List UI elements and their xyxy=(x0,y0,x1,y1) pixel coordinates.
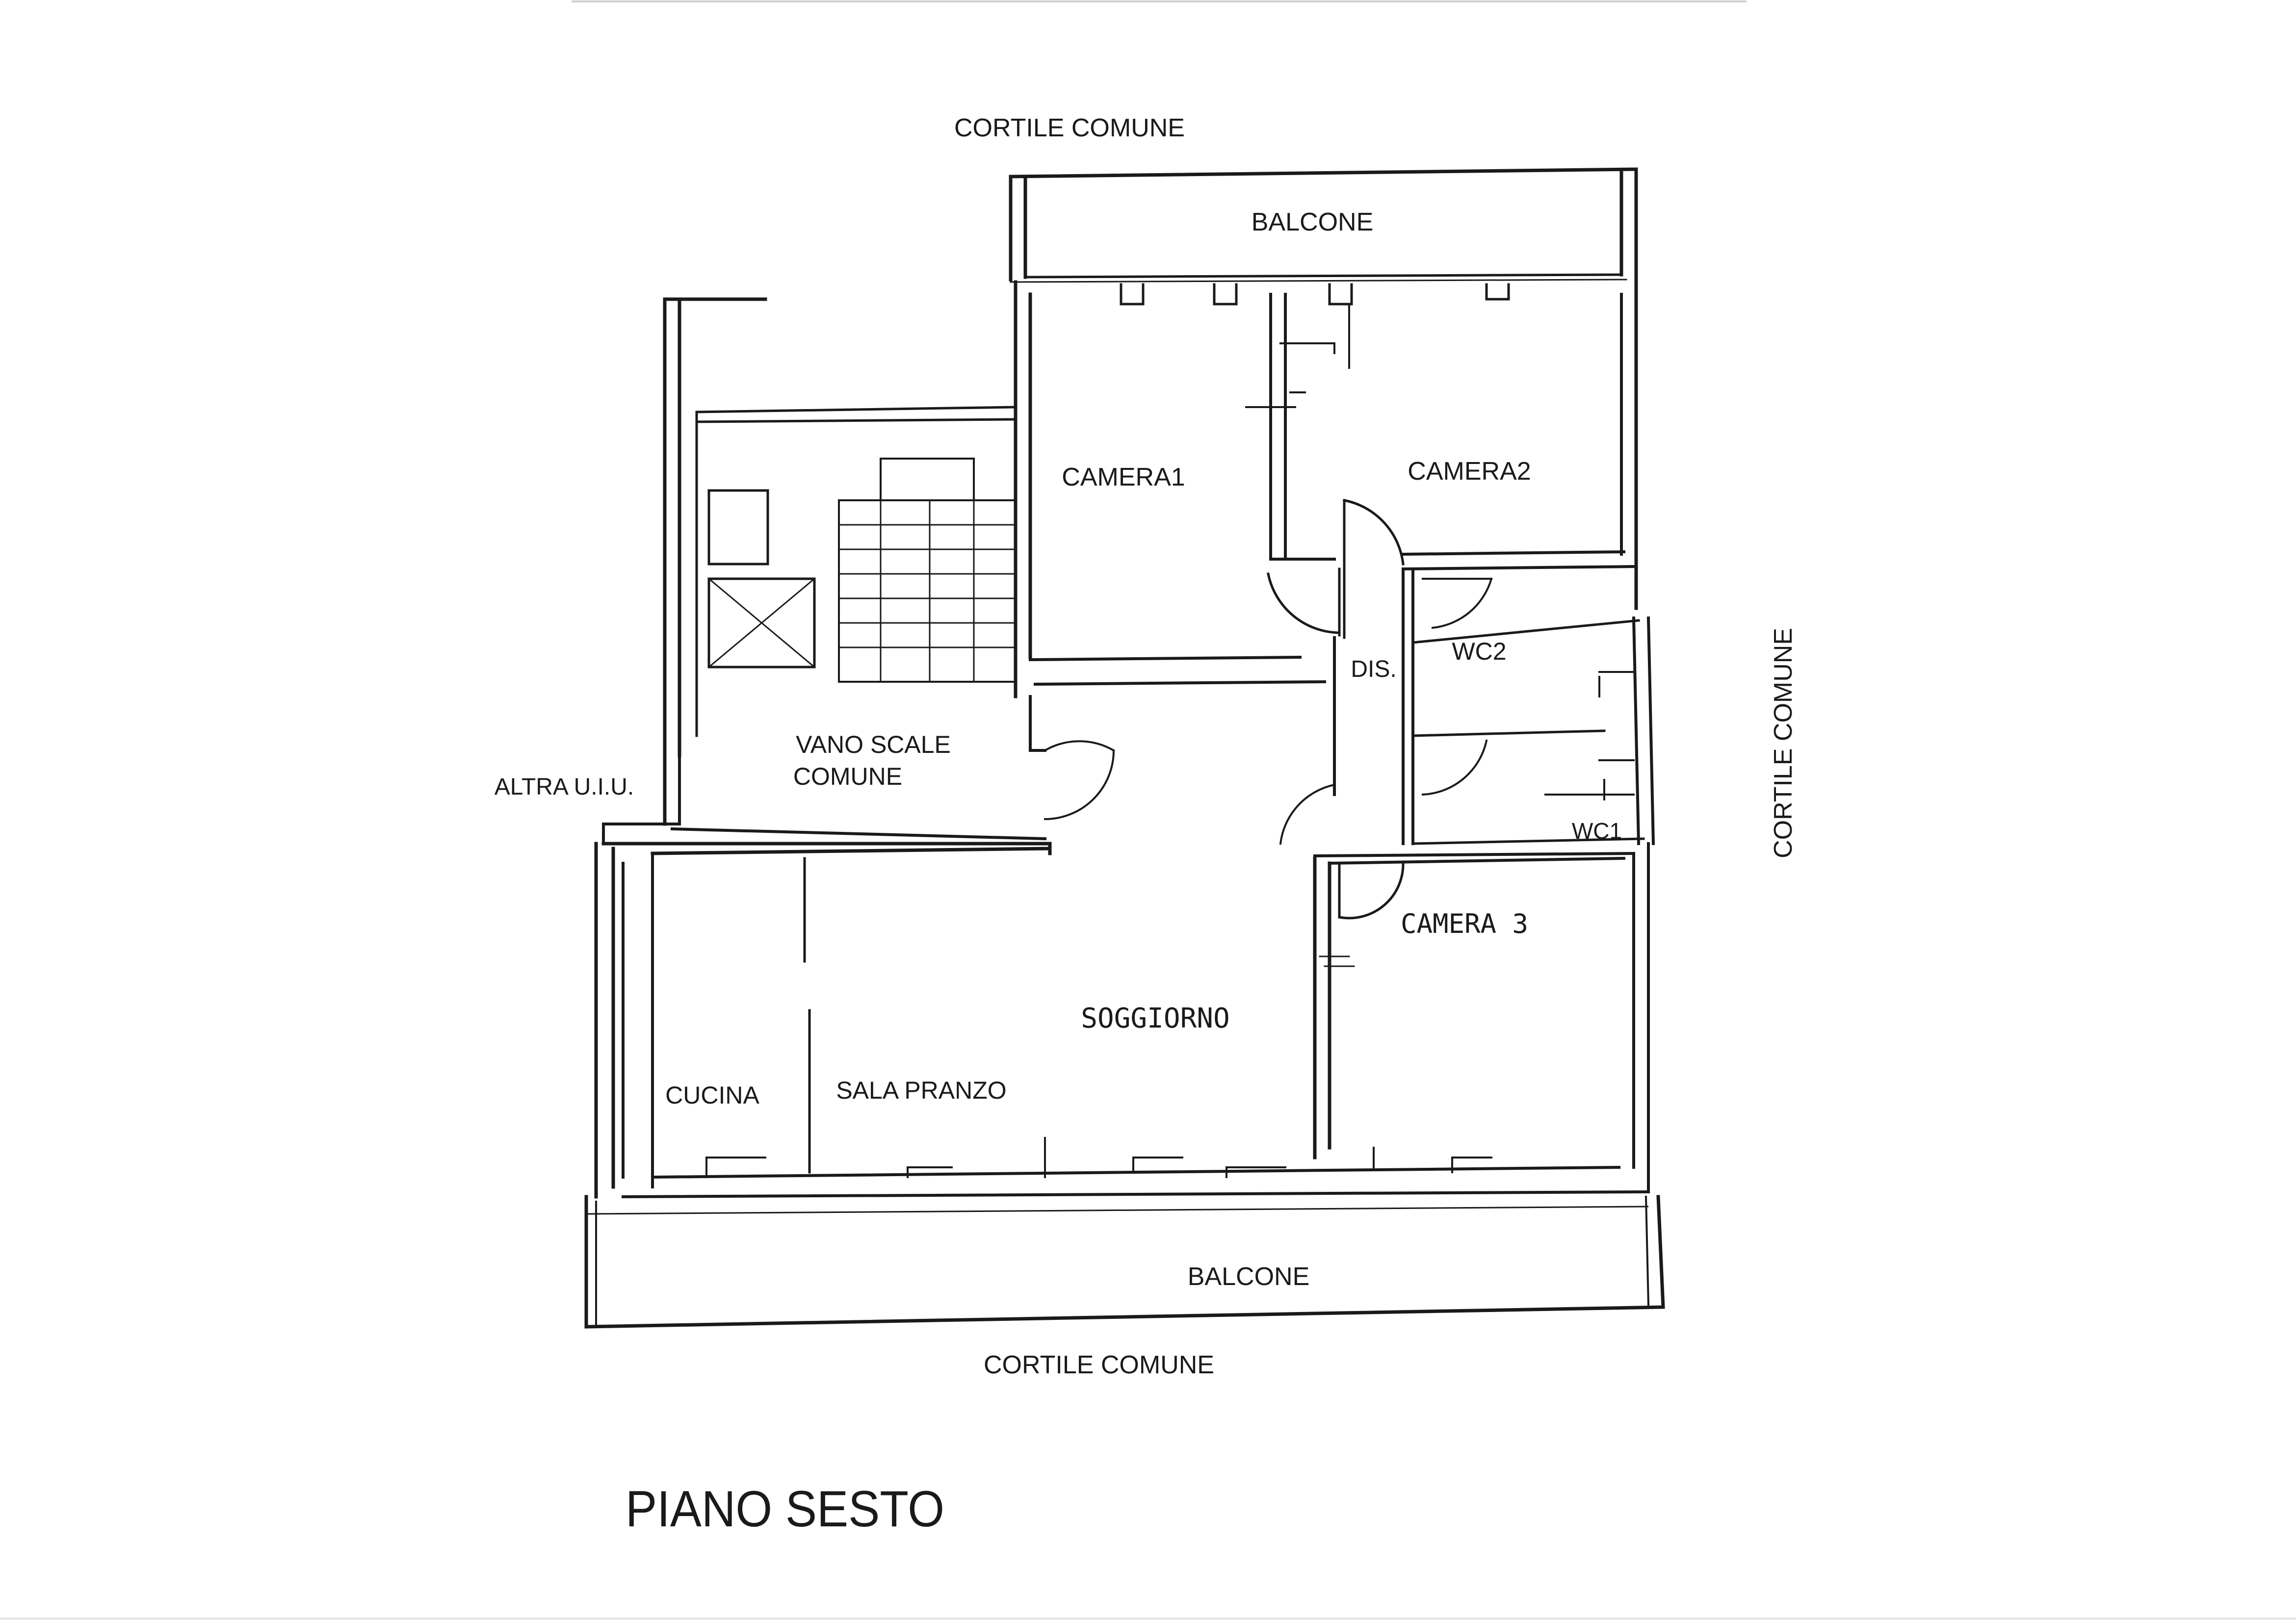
label-vano-scale-2: COMUNE xyxy=(793,763,902,790)
label-cucina: CUCINA xyxy=(665,1081,759,1109)
staircase xyxy=(602,297,1115,845)
living-area xyxy=(594,842,1648,1199)
door-arc-camera1 xyxy=(1267,567,1341,637)
label-wc2: WC2 xyxy=(1452,638,1506,665)
balcone-bottom-outline xyxy=(584,1195,1665,1329)
label-sala-pranzo: SALA PRANZO xyxy=(836,1077,1006,1104)
bedrooms-block xyxy=(1014,280,1638,698)
label-cortile-right: CORTILE COMUNE xyxy=(1769,628,1798,858)
services-block xyxy=(1279,567,1655,846)
camera3-block xyxy=(1313,842,1650,1193)
label-cortile-top: CORTILE COMUNE xyxy=(954,114,1185,142)
label-cortile-bottom: CORTILE COMUNE xyxy=(984,1351,1214,1379)
label-wc1: WC1 xyxy=(1572,818,1622,844)
door-arc-camera2 xyxy=(1343,499,1405,639)
label-soggiorno: SOGGIORNO xyxy=(1081,1003,1229,1034)
label-dis: DIS. xyxy=(1351,656,1396,682)
label-camera1: CAMERA1 xyxy=(1062,463,1185,491)
label-vano-scale-1: VANO SCALE xyxy=(796,731,951,758)
label-camera2: CAMERA2 xyxy=(1408,457,1531,486)
plan-title: PIANO SESTO xyxy=(626,1481,944,1538)
label-altra-uiu: ALTRA U.I.U. xyxy=(495,774,634,800)
label-balcone-bottom: BALCONE xyxy=(1188,1262,1310,1291)
label-balcone-top: BALCONE xyxy=(1252,208,1374,236)
label-camera3: CAMERA 3 xyxy=(1401,908,1528,939)
balcone-top-outline xyxy=(1009,167,1638,610)
